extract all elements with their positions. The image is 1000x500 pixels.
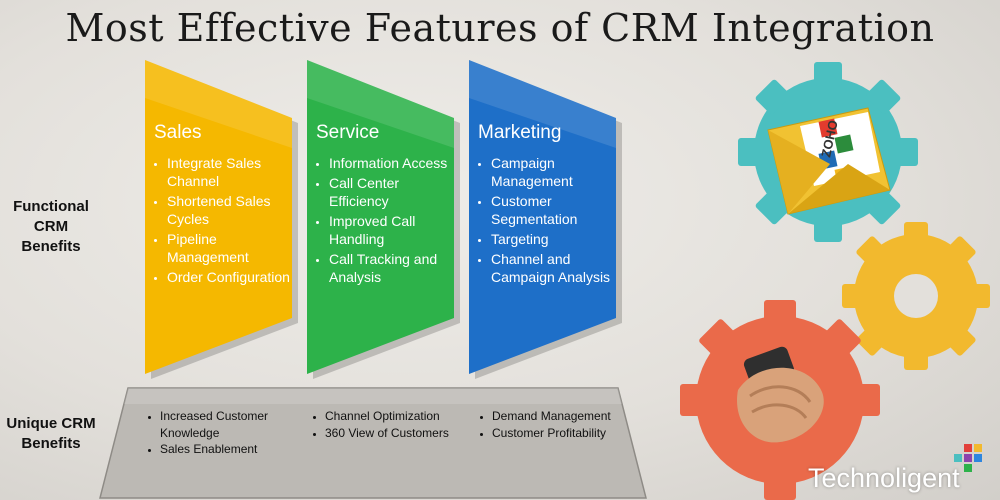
yellow-gear-icon (842, 222, 990, 370)
technoligent-logo-icon (954, 444, 982, 472)
unique-col-1: Increased Customer Knowledge Sales Enabl… (138, 408, 288, 458)
brand-name: Technoligent (808, 463, 960, 493)
list-item: Channel Optimization (325, 408, 453, 425)
list-item: Customer Profitability (492, 425, 620, 442)
service-panel-shape (307, 60, 460, 379)
list-item: Increased Customer Knowledge (160, 408, 288, 441)
service-list: Information Access Call Center Efficienc… (316, 154, 454, 286)
list-item: Demand Management (492, 408, 620, 425)
marketing-panel: Marketing Campaign Management Customer S… (469, 58, 623, 380)
handshake-icon (737, 346, 824, 443)
list-item: Channel and Campaign Analysis (491, 250, 616, 286)
list-item: Integrate Sales Channel (167, 154, 292, 190)
unique-col-3: Demand Management Customer Profitability (470, 408, 620, 441)
list-item: 360 View of Customers (325, 425, 453, 442)
list-item: Order Configuration (167, 268, 292, 286)
list-item: Call Tracking and Analysis (329, 250, 454, 286)
unique-col-2: Channel Optimization 360 View of Custome… (303, 408, 453, 441)
list-item: Targeting (491, 230, 616, 248)
functional-benefits-label: Functional CRM Benefits (13, 198, 89, 255)
sales-panel: Sales Integrate Sales Channel Shortened … (145, 58, 299, 380)
list-item: Information Access (329, 154, 454, 172)
service-title: Service (316, 122, 380, 143)
sales-title: Sales (154, 122, 202, 143)
list-item: Improved Call Handling (329, 212, 454, 248)
marketing-list: Campaign Management Customer Segmentatio… (478, 154, 616, 286)
list-item: Customer Segmentation (491, 192, 616, 228)
envelope-icon (767, 107, 891, 215)
unique-benefits-label: Unique CRM Benefits (6, 415, 96, 452)
list-item: Pipeline Management (167, 230, 292, 266)
gears-illustration: ZOHO (680, 62, 990, 500)
sales-list: Integrate Sales Channel Shortened Sales … (154, 154, 292, 286)
unique-benefits-base: Increased Customer Knowledge Sales Enabl… (98, 386, 648, 500)
marketing-title: Marketing (478, 122, 562, 143)
page-title: Most Effective Features of CRM Integrati… (65, 6, 935, 50)
base-shape (99, 387, 647, 499)
list-item: Call Center Efficiency (329, 174, 454, 210)
sales-panel-shape (145, 60, 298, 379)
service-panel: Service Information Access Call Center E… (307, 58, 461, 380)
list-item: Sales Enablement (160, 441, 288, 458)
marketing-panel-shape (469, 60, 622, 379)
list-item: Campaign Management (491, 154, 616, 190)
list-item: Shortened Sales Cycles (167, 192, 292, 228)
